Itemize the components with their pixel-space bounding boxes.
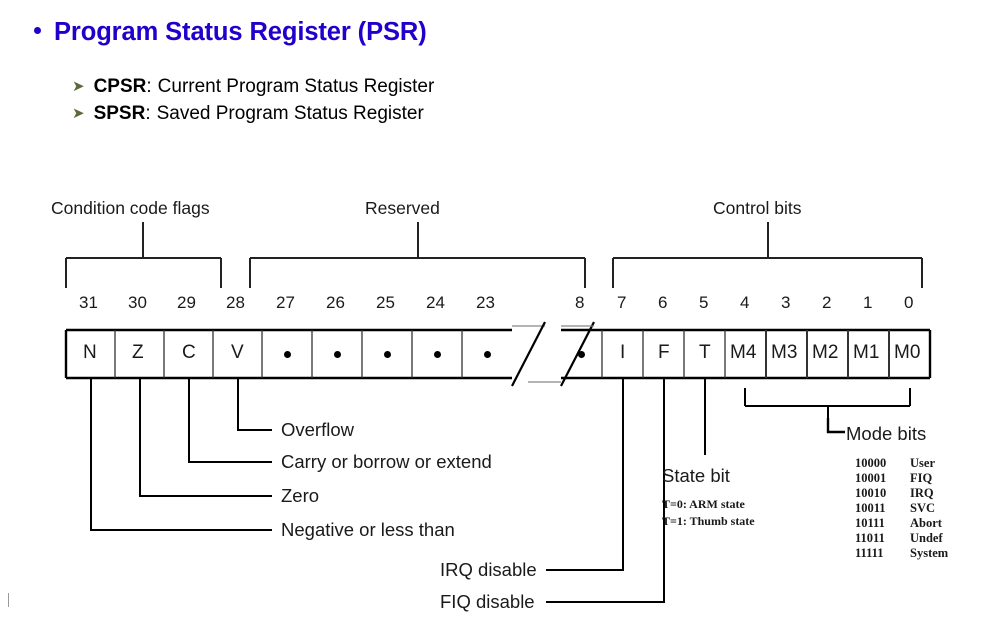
annotation-fiq-disable: FIQ disable bbox=[440, 591, 535, 612]
mode-row-code: 11111 bbox=[855, 546, 884, 560]
register-cell-Z: Z bbox=[132, 342, 144, 363]
bit-number-25: 25 bbox=[376, 293, 395, 312]
bit-number-3: 3 bbox=[781, 293, 791, 312]
list-item: ➤ SPSR : Saved Program Status Register bbox=[72, 103, 424, 125]
mode-row-code: 10010 bbox=[855, 486, 887, 500]
bullet-dot-icon bbox=[34, 27, 41, 34]
mode-row-name: System bbox=[910, 546, 949, 560]
interrupt-leader-lines bbox=[546, 378, 665, 603]
bit-number-26: 26 bbox=[326, 293, 345, 312]
mode-row-name: Undef bbox=[910, 531, 943, 545]
sub-bullet-separator: : bbox=[145, 103, 151, 124]
sub-bullet-separator: : bbox=[146, 76, 152, 97]
bit-number-0: 0 bbox=[904, 293, 914, 312]
register-cell-V: V bbox=[231, 342, 244, 363]
state-bit-line-1: T=1: Thumb state bbox=[662, 514, 755, 528]
register-cell-dot bbox=[484, 351, 491, 358]
register-cell-M4: M4 bbox=[730, 342, 757, 363]
sub-bullet-key: SPSR bbox=[93, 103, 146, 124]
label-control-bits: Control bits bbox=[713, 198, 802, 218]
bit-number-28: 28 bbox=[226, 293, 245, 312]
annotation-mode-bits: Mode bits bbox=[846, 423, 927, 444]
mode-row-name: SVC bbox=[910, 501, 936, 515]
mode-row-name: Abort bbox=[910, 516, 942, 530]
sub-bullet-key: CPSR bbox=[93, 76, 147, 97]
annotation-state-bit: State bit bbox=[662, 465, 730, 486]
annotation-zero: Zero bbox=[281, 485, 320, 506]
bit-number-5: 5 bbox=[699, 293, 709, 312]
bit-number-4: 4 bbox=[740, 293, 750, 312]
bit-number-7: 7 bbox=[617, 293, 627, 312]
bit-number-1: 1 bbox=[863, 293, 873, 312]
register-cell-M1: M1 bbox=[853, 342, 880, 363]
register-cell-dot bbox=[334, 351, 341, 358]
state-bit-line-0: T=0: ARM state bbox=[662, 497, 745, 511]
mode-row-code: 10011 bbox=[855, 501, 886, 515]
flag-leader-lines bbox=[90, 378, 272, 531]
bit-number-27: 27 bbox=[276, 293, 295, 312]
register-cell-dot bbox=[434, 351, 441, 358]
register-cell-dot bbox=[578, 351, 585, 358]
mode-row-name: FIQ bbox=[910, 471, 933, 485]
mode-row-code: 10000 bbox=[855, 456, 887, 470]
sub-bullet-value: Current Program Status Register bbox=[157, 76, 435, 97]
bit-number-8: 8 bbox=[575, 293, 585, 312]
page-title: Program Status Register (PSR) bbox=[34, 18, 427, 47]
annotation-negative: Negative or less than bbox=[281, 519, 455, 540]
bit-number-29: 29 bbox=[177, 293, 196, 312]
register-cell-M3: M3 bbox=[771, 342, 798, 363]
arrow-right-icon: ➤ bbox=[72, 78, 85, 95]
page-title-text: Program Status Register (PSR) bbox=[54, 18, 427, 46]
annotation-irq-disable: IRQ disable bbox=[440, 559, 537, 580]
register-cell-dot bbox=[384, 351, 391, 358]
mode-bits-elbow bbox=[826, 418, 845, 434]
bit-number-2: 2 bbox=[822, 293, 832, 312]
register-cell-F: F bbox=[658, 342, 670, 363]
bit-number-6: 6 bbox=[658, 293, 668, 312]
register-cell-M2: M2 bbox=[812, 342, 839, 363]
mode-row-code: 11011 bbox=[855, 531, 885, 545]
list-item: ➤ CPSR : Current Program Status Register bbox=[72, 76, 434, 98]
register-box bbox=[64, 321, 932, 387]
register-cell-C: C bbox=[182, 342, 196, 363]
mode-row-code: 10111 bbox=[855, 516, 885, 530]
arrow-right-icon: ➤ bbox=[72, 105, 85, 122]
bit-number-31: 31 bbox=[79, 293, 98, 312]
annotation-carry: Carry or borrow or extend bbox=[281, 451, 492, 472]
bit-number-24: 24 bbox=[426, 293, 445, 312]
group-brackets bbox=[65, 222, 923, 288]
label-reserved: Reserved bbox=[365, 198, 440, 218]
register-cell-I: I bbox=[620, 342, 626, 363]
register-cell-M0: M0 bbox=[894, 342, 921, 363]
register-cell-N: N bbox=[83, 342, 97, 363]
mode-row-name: IRQ bbox=[910, 486, 934, 500]
bit-number-23: 23 bbox=[476, 293, 495, 312]
annotation-overflow: Overflow bbox=[281, 419, 354, 440]
register-cell-dot bbox=[284, 351, 291, 358]
label-condition-code-flags: Condition code flags bbox=[51, 198, 210, 218]
page-edge-tick bbox=[8, 593, 9, 607]
mode-row-name: User bbox=[910, 456, 935, 470]
sub-bullet-value: Saved Program Status Register bbox=[156, 103, 424, 124]
bit-number-30: 30 bbox=[128, 293, 147, 312]
mode-row-code: 10001 bbox=[855, 471, 887, 485]
register-cell-T: T bbox=[699, 342, 711, 363]
